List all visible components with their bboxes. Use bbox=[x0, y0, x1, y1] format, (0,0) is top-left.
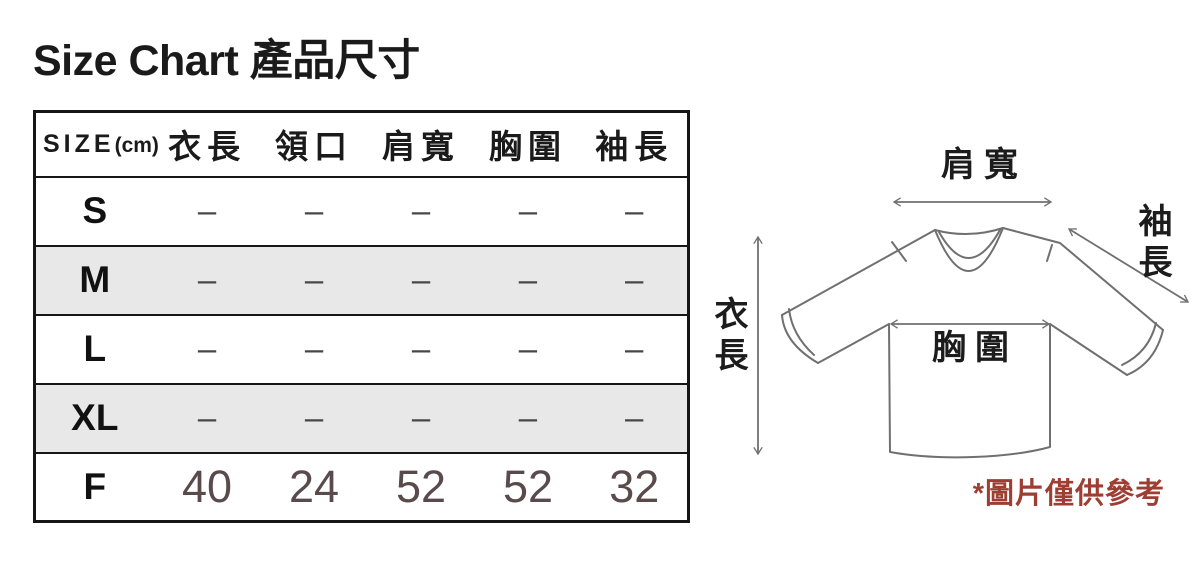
size-value: XL bbox=[34, 382, 154, 454]
size-label: SIZE bbox=[43, 129, 115, 158]
cell-value: – bbox=[153, 175, 261, 247]
cell-value: – bbox=[474, 175, 582, 247]
cell-value: – bbox=[153, 382, 261, 454]
cell-value: – bbox=[367, 175, 475, 247]
table-row-l: L – – – – – bbox=[34, 313, 689, 385]
column-header-chest: 胸圍 bbox=[474, 110, 582, 178]
table-row-s: S – – – – – bbox=[34, 175, 689, 247]
garment-length-label: 衣長 bbox=[709, 296, 747, 378]
reference-only-note: *圖片僅供參考 bbox=[972, 478, 1165, 510]
table-row-m: M – – – – – bbox=[34, 244, 689, 316]
cell-value: 24 bbox=[260, 451, 368, 523]
chest-width-label: 胸圍 bbox=[932, 329, 1018, 367]
cell-value: – bbox=[260, 244, 368, 316]
table-header-row: SIZE(cm) 衣長 領口 肩寬 胸圍 袖長 bbox=[34, 110, 689, 178]
cell-value: – bbox=[581, 244, 689, 316]
cell-value: – bbox=[153, 244, 261, 316]
cell-value: 40 bbox=[153, 451, 261, 523]
cell-value: – bbox=[260, 175, 368, 247]
column-header-shoulder-width: 肩寬 bbox=[367, 110, 475, 178]
size-unit: (cm) bbox=[114, 133, 159, 157]
cell-value: – bbox=[367, 244, 475, 316]
shoulder-width-label: 肩寬 bbox=[941, 146, 1027, 184]
sleeve-length-label: 袖長 bbox=[1133, 203, 1171, 285]
table-row-f: F 40 24 52 52 32 bbox=[34, 451, 689, 523]
cell-value: – bbox=[581, 175, 689, 247]
size-value: L bbox=[34, 313, 154, 385]
column-header-neck-opening: 領口 bbox=[260, 110, 368, 178]
column-header-sleeve-length: 袖長 bbox=[581, 110, 689, 178]
cell-value: – bbox=[260, 313, 368, 385]
cell-value: – bbox=[260, 382, 368, 454]
cell-value: – bbox=[474, 382, 582, 454]
cell-value: – bbox=[153, 313, 261, 385]
cell-value: 32 bbox=[581, 451, 689, 523]
sleeve-length-arrow bbox=[1067, 228, 1190, 303]
cell-value: – bbox=[367, 382, 475, 454]
size-table: SIZE(cm) 衣長 領口 肩寬 胸圍 袖長 S – – – – – M – … bbox=[33, 110, 690, 523]
page-title: Size Chart 產品尺寸 bbox=[33, 37, 420, 85]
cell-value: – bbox=[367, 313, 475, 385]
size-value: F bbox=[34, 451, 154, 523]
cell-value: – bbox=[581, 382, 689, 454]
cell-value: 52 bbox=[474, 451, 582, 523]
size-unit-header: SIZE(cm) bbox=[34, 110, 159, 178]
size-value: S bbox=[34, 175, 154, 247]
cell-value: 52 bbox=[367, 451, 475, 523]
cell-value: – bbox=[581, 313, 689, 385]
table-row-xl: XL – – – – – bbox=[34, 382, 689, 454]
shirt-measurement-diagram bbox=[753, 197, 1190, 459]
column-header-garment-length: 衣長 bbox=[153, 110, 261, 178]
cell-value: – bbox=[474, 244, 582, 316]
size-value: M bbox=[34, 244, 154, 316]
cell-value: – bbox=[474, 313, 582, 385]
